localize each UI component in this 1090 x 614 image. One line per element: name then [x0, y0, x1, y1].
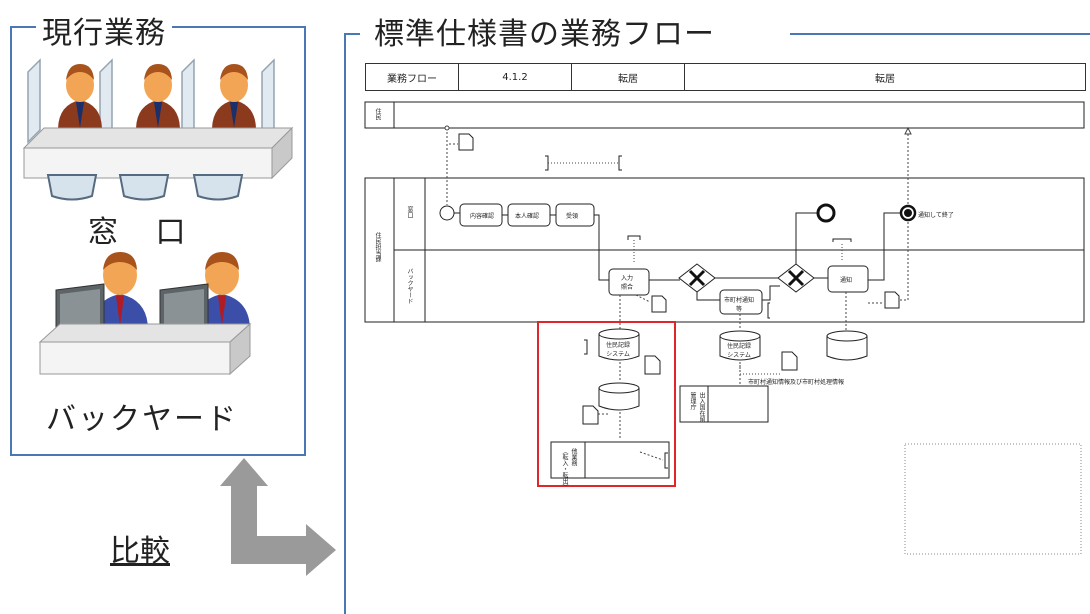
comparison-label: 比較 [110, 534, 170, 569]
header-cell-name: 転居 [875, 73, 895, 85]
task-identity-check: 本人確認 [515, 213, 540, 220]
task-receipt: 受領 [566, 213, 579, 220]
task-input-check: 入力 照合 [621, 275, 634, 291]
annotation-municipal-info: 市町村通知情報及び市町村処理情報 [748, 379, 845, 386]
header-cell-number: 4.1.2 [459, 64, 572, 90]
counter-desk [22, 126, 294, 180]
box-other-operations: 他業務 （転入・転出） [561, 448, 577, 490]
standard-flow-title: 標準仕様書の業務フロー [368, 9, 721, 53]
counter-label: 窓 口 [88, 215, 200, 250]
task-content-check: 内容確認 [470, 213, 495, 220]
task-municipal-notice: 市町村通知 等 [724, 297, 755, 313]
staff-figures [58, 64, 256, 130]
lane-label-counter: 窓口 [406, 206, 413, 218]
comparison-arrow [220, 458, 336, 576]
datastore-label-1: 住民記録 システム [606, 342, 631, 358]
box-immigration: 出入国在留 管理庁 [689, 392, 705, 422]
pool-label-department: 住民担当課 [374, 232, 381, 262]
task-notify: 通知 [840, 277, 853, 284]
flow-header-table: 業務フロー 4.1.2 転居 転居 [365, 63, 1086, 91]
header-cell-category: 転居 [572, 64, 685, 90]
pool-label-resident: 住民 [374, 108, 381, 120]
end-event-label: 通知して終了 [918, 212, 954, 219]
backyard-desk [38, 322, 252, 376]
lane-label-backyard: バックヤード [406, 268, 413, 304]
header-cell-flow: 業務フロー [366, 64, 459, 90]
computer-monitors [55, 283, 209, 340]
backyard-label: バックヤード [46, 402, 238, 437]
current-operations-title: 現行業務 [36, 8, 172, 52]
visitor-chairs [46, 174, 244, 201]
datastore-label-2: 住民記録 システム [727, 343, 752, 359]
